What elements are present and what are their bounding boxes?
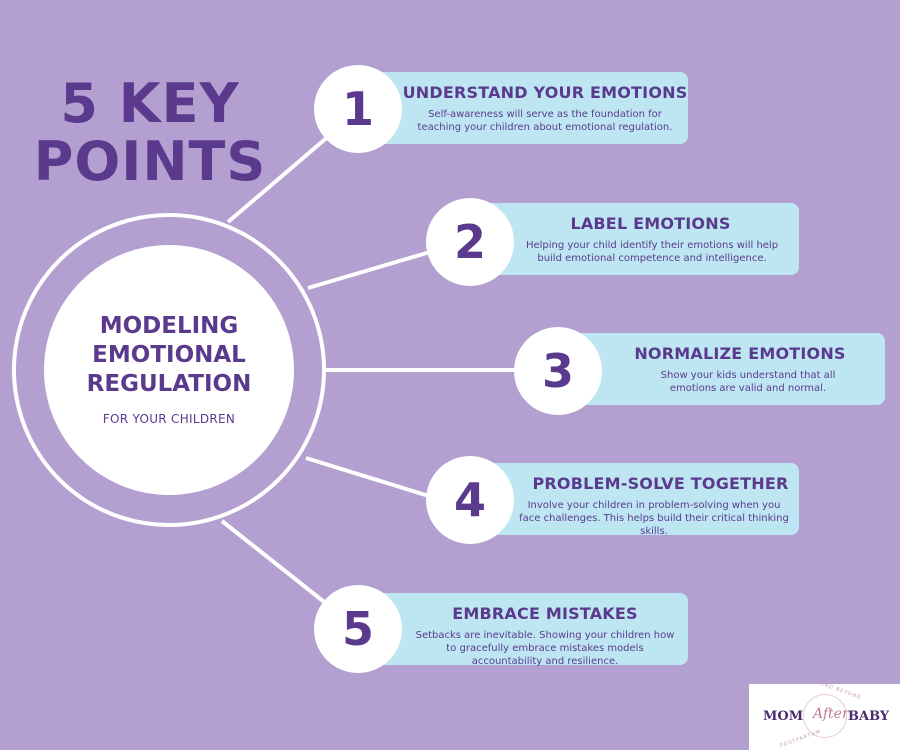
point-title: NORMALIZE EMOTIONS	[634, 344, 846, 363]
point-card-5: EMBRACE MISTAKES Setbacks are inevitable…	[358, 593, 688, 667]
connector-2	[307, 250, 431, 290]
point-number-2: 2	[426, 198, 514, 286]
mom-after-baby-logo: AND BEYOND MOM After BABY POSTPARTUM	[749, 681, 900, 750]
connector-5	[220, 519, 330, 607]
hub-title-line-1: MODELING	[99, 313, 239, 339]
hub-title-line-2: EMOTIONAL	[92, 342, 246, 368]
point-title: PROBLEM-SOLVE TOGETHER	[532, 474, 789, 493]
headline-line-1: 5 KEY	[60, 72, 240, 135]
point-card-3: NORMALIZE EMOTIONS Show your kids unders…	[561, 333, 885, 405]
logo-word-baby: BABY	[848, 709, 890, 724]
point-number-4: 4	[426, 456, 514, 544]
headline: 5 KEY POINTS	[20, 75, 280, 191]
point-text: Show your kids understand that all emoti…	[660, 370, 836, 394]
logo-word-mom: MOM	[763, 709, 804, 724]
point-text: Involve your children in problem-solving…	[519, 500, 789, 537]
point-card-4: PROBLEM-SOLVE TOGETHER Involve your chil…	[472, 463, 799, 537]
point-title: UNDERSTAND YOUR EMOTIONS	[402, 83, 688, 102]
point-title: EMBRACE MISTAKES	[452, 604, 638, 623]
logo-word-after: After	[813, 706, 849, 722]
hub-subtitle: FOR YOUR CHILDREN	[102, 412, 236, 426]
hub-outer-ring	[12, 213, 326, 527]
point-card-1: UNDERSTAND YOUR EMOTIONS Self-awareness …	[358, 72, 688, 144]
headline-line-2: POINTS	[33, 130, 267, 193]
connector-4	[305, 456, 433, 499]
connector-1	[226, 133, 332, 224]
point-text: Helping your child identify their emotio…	[525, 240, 779, 264]
point-number-3: 3	[514, 327, 602, 415]
point-card-2: LABEL EMOTIONS Helping your child identi…	[472, 203, 799, 275]
logo-ring	[803, 694, 847, 738]
hub-circle	[44, 245, 294, 495]
hub-title: MODELING EMOTIONAL REGULATION	[44, 312, 294, 399]
point-title: LABEL EMOTIONS	[570, 214, 731, 233]
hub-title-line-3: REGULATION	[86, 371, 252, 397]
logo-tagline-bottom: POSTPARTUM	[779, 728, 823, 750]
point-number-5: 5	[314, 585, 402, 673]
point-number-1: 1	[314, 65, 402, 153]
point-text: Setbacks are inevitable. Showing your ch…	[415, 630, 675, 667]
point-text: Self-awareness will serve as the foundat…	[417, 109, 673, 133]
